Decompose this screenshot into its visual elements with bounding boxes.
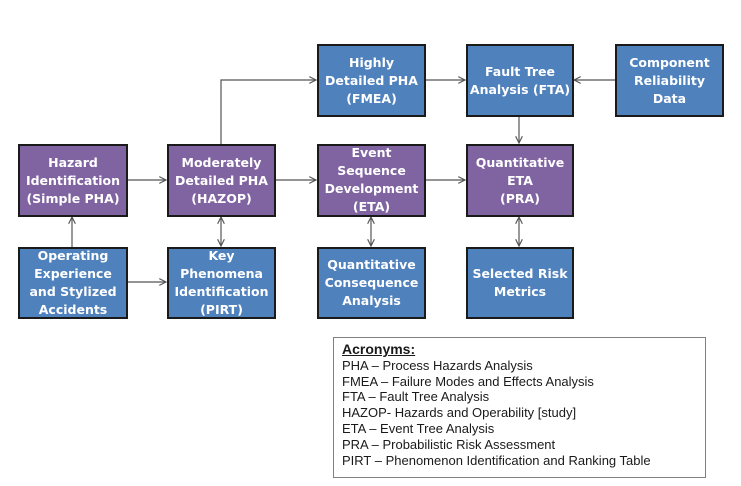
node-event-sequence-development: Event Sequence Development (ETA) xyxy=(317,144,426,217)
node-label-line: Sequence xyxy=(337,163,406,178)
node-operating-experience: Operating Experience and Stylized Accide… xyxy=(18,247,128,319)
node-label-line: Highly xyxy=(348,54,395,70)
node-label-line: (Simple PHA) xyxy=(26,190,120,206)
node-label-line: Key xyxy=(208,248,235,263)
node-label-line: Quantitative xyxy=(327,257,416,272)
edge-hazop-to-fmea xyxy=(220,80,316,144)
node-label-line: Phenomena xyxy=(180,266,263,281)
legend-title: Acronyms: xyxy=(342,341,416,357)
node-label-line: Metrics xyxy=(493,284,547,299)
node-label-line: Component xyxy=(629,54,710,70)
node-label-line: and Stylized xyxy=(29,284,117,299)
legend-entry: FTA – Fault Tree Analysis xyxy=(342,389,490,405)
node-label-line: Development xyxy=(324,181,419,196)
node-label-line: (ETA) xyxy=(352,199,391,214)
node-moderately-detailed-pha: Moderately Detailed PHA (HAZOP) xyxy=(167,144,276,217)
node-quantitative-eta: Quantitative ETA (PRA) xyxy=(466,144,574,217)
legend-entry: HAZOP- Hazards and Operability [study] xyxy=(342,405,577,421)
node-label-line: (HAZOP) xyxy=(191,190,252,206)
node-label-line: Operating xyxy=(37,248,109,263)
acronyms-legend: Acronyms: PHA – Process Hazards Analysis… xyxy=(333,337,706,478)
node-label-line: Detailed PHA xyxy=(175,172,268,188)
legend-entry: PIRT – Phenomenon Identification and Ran… xyxy=(342,452,651,468)
node-label-line: (PRA) xyxy=(500,190,540,206)
node-label-line: Fault Tree xyxy=(484,63,556,79)
node-hazard-identification: Hazard Identification (Simple PHA) xyxy=(18,144,128,217)
node-label-line: Identification xyxy=(174,284,269,299)
node-label-line: Hazard xyxy=(48,154,98,170)
legend-entry: ETA – Event Tree Analysis xyxy=(342,420,495,436)
legend-entry: FMEA – Failure Modes and Effects Analysi… xyxy=(342,373,594,389)
node-label-line: Detailed PHA xyxy=(325,72,418,88)
node-key-phenomena-identification: Key Phenomena Identification (PIRT) xyxy=(167,247,276,319)
node-label-line: (PIRT) xyxy=(200,302,243,317)
node-label-line: Accidents xyxy=(38,302,108,317)
node-label-line: Event xyxy=(351,145,392,160)
node-highly-detailed-pha: Highly Detailed PHA (FMEA) xyxy=(317,44,426,117)
node-quantitative-consequence-analysis: Quantitative Consequence Analysis xyxy=(317,247,426,319)
node-label-line: Selected Risk xyxy=(472,266,568,281)
legend-entry: PRA – Probabilistic Risk Assessment xyxy=(342,436,556,452)
node-label-line: Reliability xyxy=(633,72,706,88)
legend-entry: PHA – Process Hazards Analysis xyxy=(342,357,533,373)
node-fault-tree-analysis: Fault Tree Analysis (FTA) xyxy=(466,44,574,117)
node-label-line: Moderately xyxy=(181,154,262,170)
node-label-line: Quantitative xyxy=(475,154,565,170)
node-label-line: Experience xyxy=(34,266,112,281)
node-component-reliability-data: Component Reliability Data xyxy=(615,44,724,117)
node-label-line: Analysis (FTA) xyxy=(469,81,571,97)
node-label-line: Consequence xyxy=(324,275,419,290)
node-selected-risk-metrics: Selected Risk Metrics xyxy=(466,247,574,319)
node-label-line: Data xyxy=(652,90,687,106)
node-label-line: (FMEA) xyxy=(346,90,397,106)
node-label-line: Analysis xyxy=(342,293,401,308)
node-label-line: ETA xyxy=(507,172,533,188)
node-label-line: Identification xyxy=(25,172,121,188)
